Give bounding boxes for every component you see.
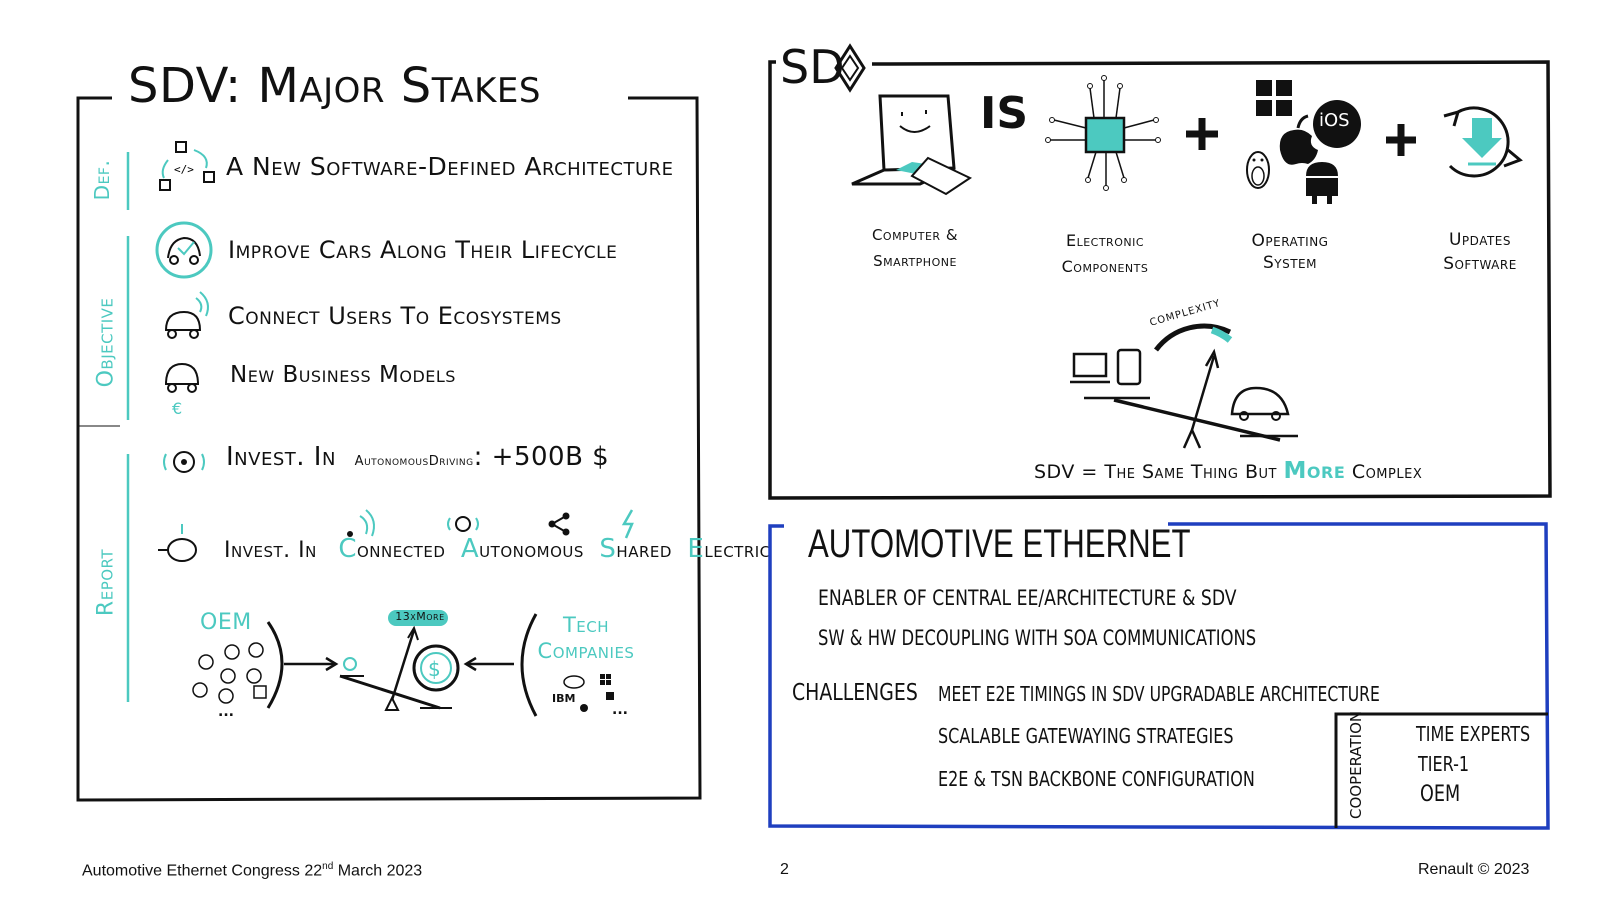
footer-event: Automotive Ethernet Congress 22nd March … <box>82 861 422 880</box>
connect-text: Connect Users To Ecosystems <box>228 302 562 330</box>
statement-prefix: SDV = The Same Thing But <box>1034 461 1277 483</box>
business-car-icon: € <box>164 362 200 418</box>
case-shared: Shared <box>599 534 672 564</box>
chip-icon <box>1045 75 1161 191</box>
os-label-line2: System <box>1262 253 1317 273</box>
tech-brand-ibm: IBM <box>552 692 576 705</box>
windows-icon <box>1256 80 1292 116</box>
cooperation-label: Cooperation <box>1347 710 1365 819</box>
oem-logos-icon <box>192 642 267 704</box>
challenges-label: Challenges <box>792 680 918 706</box>
statement-highlight: More <box>1283 458 1346 484</box>
updates-label: Updates Software <box>1420 228 1540 276</box>
footer-event-sup: nd <box>322 861 334 872</box>
electronic-label-line1: Electronic <box>1065 231 1145 250</box>
electronic-label: Electronic Components <box>1040 228 1170 280</box>
improve-text: Improve Cars Along Their Lifecycle <box>228 236 618 264</box>
piggy-bank-icon <box>158 524 197 562</box>
plus-icon-1 <box>1186 118 1218 150</box>
footer-copyright: Renault © 2023 <box>1418 861 1530 878</box>
computer-label: Computer & Smartphone <box>850 222 980 274</box>
oem-more: ... <box>218 704 234 720</box>
case-autonomous: Autonomous <box>460 534 584 564</box>
svg-text:€: € <box>172 399 182 418</box>
updates-label-line2: Software <box>1443 254 1517 274</box>
android-icon <box>1306 162 1338 204</box>
case-electric: Electric <box>687 534 771 564</box>
autonomous-icon <box>447 516 479 532</box>
renault-logo-icon <box>834 43 866 93</box>
ios-label: iOS <box>1319 110 1350 131</box>
invest-ad-prefix: Invest. In <box>226 442 336 472</box>
svg-text:$: $ <box>428 657 441 681</box>
business-text: New Business Models <box>230 362 456 388</box>
is-word: IS <box>980 88 1029 139</box>
tech-more: ... <box>612 702 628 718</box>
electronic-label-line2: Components <box>1061 257 1149 276</box>
oem-label: OEM <box>200 610 252 635</box>
update-software-icon <box>1443 106 1523 178</box>
invest-ad-value: : +500B $ <box>473 442 610 472</box>
decoupling-text: SW & HW Decoupling with SOA Communicatio… <box>818 626 1257 650</box>
invest-ad-topic: AutonomousDriving <box>354 454 474 469</box>
statement-suffix: Complex <box>1351 461 1423 483</box>
footer-event-text: Automotive Ethernet Congress 22 <box>82 862 323 880</box>
enabler-text: Enabler of Central EE/Architecture & SDV <box>818 586 1237 610</box>
tech-companies-label: Tech Companies <box>537 613 635 663</box>
cooperation-item: OEM <box>1420 782 1461 807</box>
connected-icon <box>347 509 375 537</box>
challenge-item: Meet E2E Timings in SDV Upgradable Archi… <box>938 682 1380 706</box>
apple-icon <box>1279 114 1318 165</box>
invest-ad-line: Invest. In AutonomousDriving: +500B $ <box>226 442 609 472</box>
balance-scale-icon <box>1070 323 1298 449</box>
connected-car-icon <box>164 291 209 339</box>
footer-event-date: March 2023 <box>333 862 423 880</box>
laptop-icon <box>851 94 973 196</box>
svg-text:</>: </> <box>174 163 194 176</box>
ios-badge-icon <box>1313 100 1361 148</box>
lifecycle-car-icon <box>155 221 213 279</box>
shared-icon <box>548 512 570 536</box>
left-panel-title: SDV: Major Stakes <box>128 58 541 114</box>
cooperation-item: Time Experts <box>1416 722 1531 746</box>
steering-wheel-icon <box>163 451 205 473</box>
page-number: 2 <box>780 861 789 878</box>
challenge-item: E2E & TSN Backbone Configuration <box>938 767 1255 791</box>
os-label: Operating System <box>1230 230 1350 274</box>
cooperation-item: Tier-1 <box>1418 752 1470 776</box>
linux-icon <box>1246 151 1270 189</box>
challenge-item: Scalable Gatewaying Strategies <box>938 724 1234 748</box>
tech-logos-icon <box>563 674 614 712</box>
plus-icon-2 <box>1386 124 1416 156</box>
architecture-icon: </> <box>159 141 215 191</box>
computer-label-line1: Computer & <box>871 226 959 244</box>
electric-icon <box>621 509 634 539</box>
sdv-panel-title: SD <box>780 40 845 94</box>
case-connected: Connected <box>338 534 446 564</box>
computer-label-line2: Smartphone <box>873 252 957 270</box>
definition-text: A New Software-Defined Architecture <box>226 152 674 181</box>
invest-case-prefix: Invest. In <box>224 538 317 563</box>
sdv-bottom-statement: SDV = The Same Thing But More Complex <box>1034 458 1422 484</box>
os-label-line1: Operating <box>1251 231 1329 251</box>
ethernet-title: Automotive Ethernet <box>808 522 1191 566</box>
more-badge: 13xMore <box>395 610 445 623</box>
invest-case-line: Invest. In Connected Autonomous Shared E… <box>224 534 771 564</box>
updates-label-line1: Updates <box>1448 230 1511 250</box>
